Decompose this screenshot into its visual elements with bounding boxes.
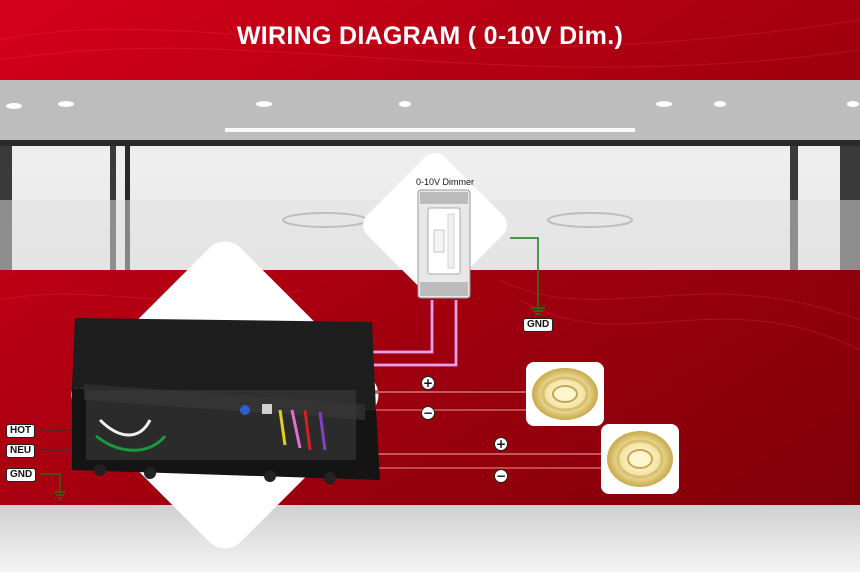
driver-box-icon bbox=[72, 318, 380, 484]
floor-photo bbox=[0, 505, 860, 572]
dimmer-label: 0-10V Dimmer bbox=[415, 177, 474, 187]
strip2-plus-sign: + bbox=[494, 437, 508, 451]
gnd-terminal-label: GND bbox=[6, 468, 37, 482]
strip1-minus-sign: − bbox=[421, 406, 435, 420]
led-strip-reel-icon bbox=[601, 424, 679, 494]
window-frame-top bbox=[0, 140, 860, 146]
led-strip-reel-icon bbox=[526, 362, 604, 426]
output-wires bbox=[370, 390, 606, 470]
strip2-minus-sign: − bbox=[494, 469, 508, 483]
neu-terminal-label: NEU bbox=[6, 444, 36, 458]
strip1-plus-sign: + bbox=[421, 376, 435, 390]
dimmer-switch-icon bbox=[417, 189, 471, 299]
input-wires bbox=[40, 430, 75, 499]
decorative-waves bbox=[0, 19, 860, 351]
ground-symbol-icon bbox=[531, 307, 545, 315]
dimmer-gnd-label: GND bbox=[523, 318, 554, 332]
page-title: WIRING DIAGRAM ( 0-10V Dim.) bbox=[236, 22, 624, 50]
hot-terminal-label: HOT bbox=[6, 424, 36, 438]
dimmer-ground-wire bbox=[510, 237, 539, 308]
ceiling-lights bbox=[6, 101, 859, 109]
